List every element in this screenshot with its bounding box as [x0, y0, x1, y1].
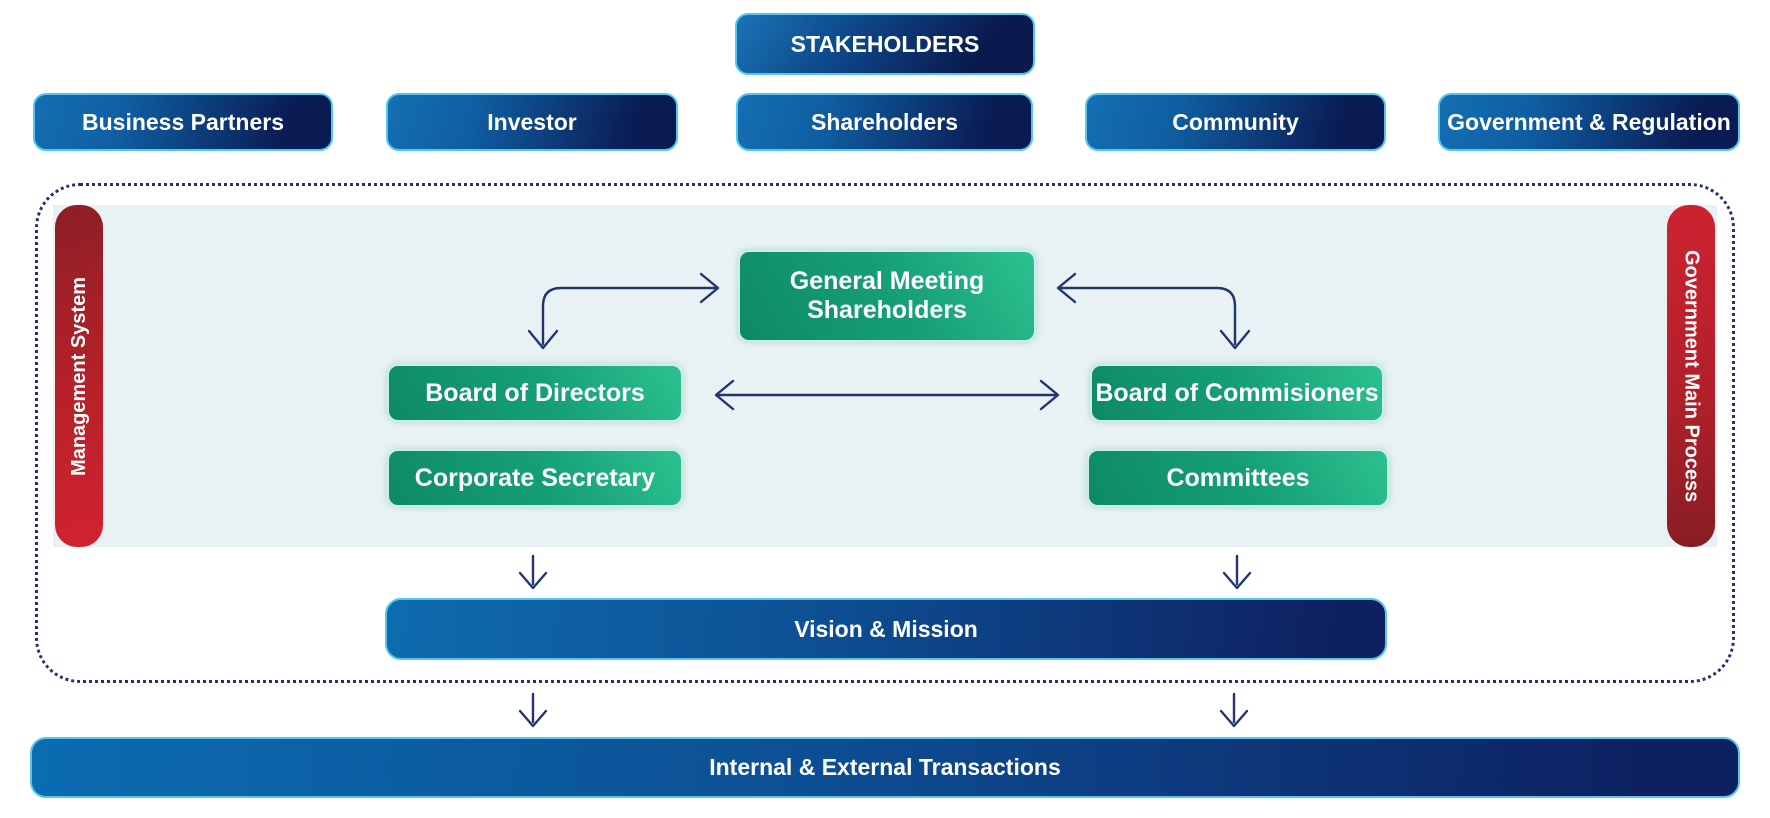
- general-meeting-shareholders-box: General Meeting Shareholders: [738, 250, 1036, 342]
- general-meeting-shareholders-label: General Meeting Shareholders: [789, 267, 985, 324]
- vision-mission-bar: Vision & Mission: [385, 598, 1387, 660]
- internal-external-transactions-bar: Internal & External Transactions: [30, 737, 1740, 798]
- stakeholders-label: STAKEHOLDERS: [790, 30, 980, 57]
- government-main-process-label: Government Main Process: [1680, 249, 1703, 503]
- corporate-secretary-label: Corporate Secretary: [414, 463, 656, 492]
- community-label: Community: [1172, 108, 1299, 135]
- shareholders-label: Shareholders: [811, 108, 958, 135]
- stakeholder-investor: Investor: [386, 93, 678, 151]
- corporate-secretary-box: Corporate Secretary: [387, 449, 683, 507]
- stakeholders-box: STAKEHOLDERS: [735, 13, 1035, 75]
- business-partners-label: Business Partners: [82, 108, 284, 135]
- governance-boundary: [35, 183, 1735, 683]
- internal-external-transactions-label: Internal & External Transactions: [709, 754, 1061, 781]
- management-system-label: Management System: [67, 276, 90, 476]
- management-system-bar: Management System: [55, 205, 103, 547]
- government-main-process-bar: Government Main Process: [1667, 205, 1715, 547]
- vision-mission-label: Vision & Mission: [794, 615, 978, 642]
- stakeholder-community: Community: [1085, 93, 1386, 151]
- board-of-commisioners-box: Board of Commisioners: [1090, 364, 1384, 422]
- arrow-left-to-transactions: [518, 692, 548, 728]
- committees-label: Committees: [1166, 463, 1310, 492]
- investor-label: Investor: [487, 108, 577, 135]
- stakeholder-government-regulation: Government & Regulation: [1438, 93, 1740, 151]
- board-of-directors-box: Board of Directors: [387, 364, 683, 422]
- stakeholder-business-partners: Business Partners: [33, 93, 333, 151]
- board-of-directors-label: Board of Directors: [425, 378, 645, 407]
- arrow-right-to-transactions: [1219, 692, 1249, 728]
- government-regulation-label: Government & Regulation: [1447, 108, 1731, 135]
- committees-box: Committees: [1087, 449, 1389, 507]
- board-of-commisioners-label: Board of Commisioners: [1095, 378, 1379, 407]
- stakeholder-shareholders: Shareholders: [736, 93, 1033, 151]
